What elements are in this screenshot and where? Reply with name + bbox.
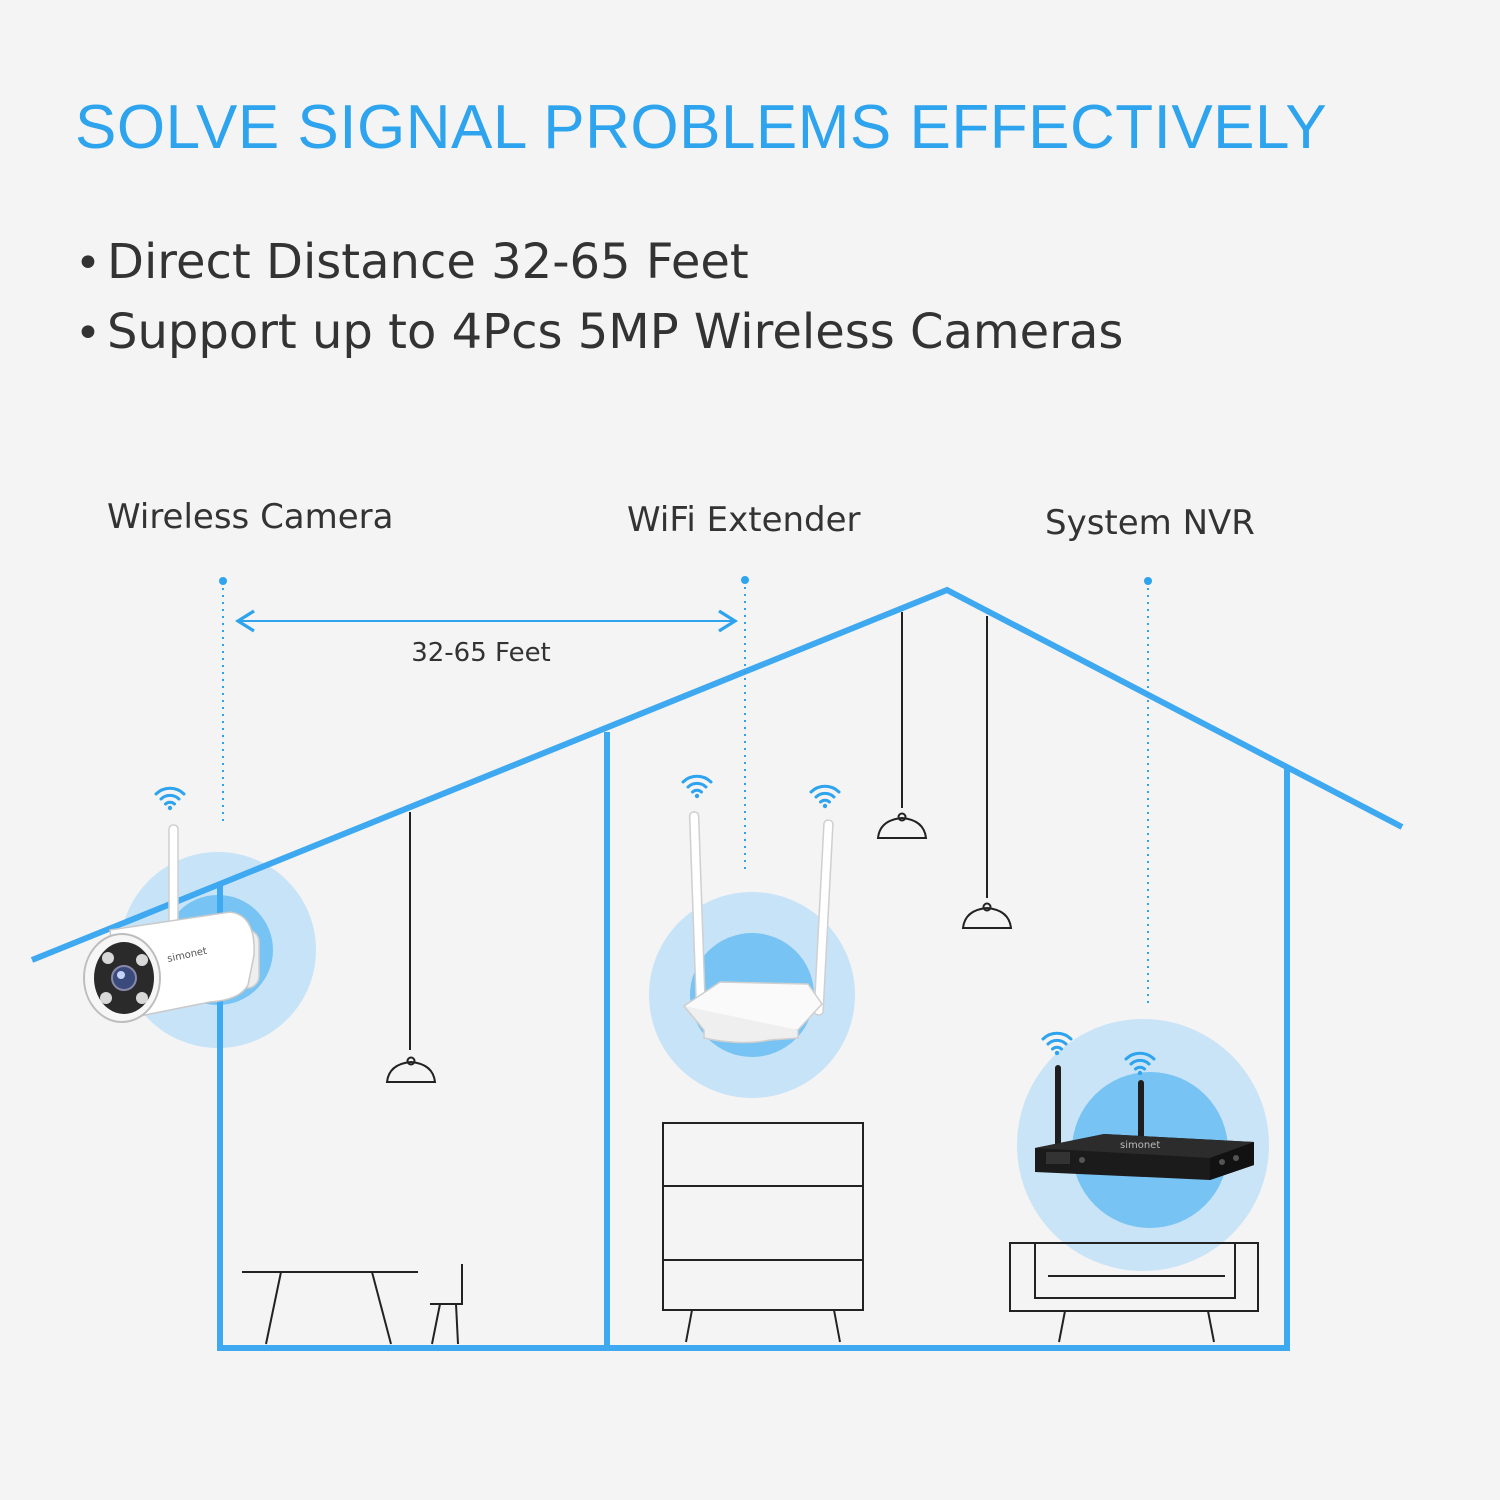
bullet-dot: • — [75, 308, 101, 359]
house-outline — [30, 586, 1404, 1351]
wifi-signal-icon — [809, 784, 841, 810]
wireless-camera: simonet — [83, 824, 260, 1023]
feature-text: Support up to 4Pcs 5MP Wireless Cameras — [107, 304, 1124, 360]
nvr-anchor-dot — [1144, 577, 1152, 585]
wifi-extender — [682, 811, 834, 1044]
feature-item: •Direct Distance 32-65 Feet — [75, 228, 1123, 298]
dresser — [662, 1122, 864, 1343]
feature-list: •Direct Distance 32-65 Feet •Support up … — [75, 228, 1123, 368]
guide-lines — [222, 580, 1149, 1005]
pendant-lamp-icon — [962, 616, 1012, 929]
extender-anchor-dot — [741, 576, 749, 584]
wifi-signal-icon — [681, 774, 713, 800]
chair — [430, 1264, 463, 1345]
wireless-camera-label: Wireless Camera — [107, 497, 394, 537]
nvr-brand-logo: simonet — [1120, 1140, 1160, 1151]
pendant-lamp-icon — [877, 612, 927, 839]
dining-table — [242, 1271, 418, 1345]
system-nvr-label: System NVR — [1045, 503, 1255, 543]
wifi-extender-label: WiFi Extender — [627, 500, 861, 540]
system-nvr: simonet — [1035, 1065, 1254, 1180]
feature-item: •Support up to 4Pcs 5MP Wireless Cameras — [75, 298, 1123, 368]
bullet-dot: • — [75, 238, 101, 289]
feature-text: Direct Distance 32-65 Feet — [107, 234, 749, 290]
pendant-lamp-icon — [386, 812, 436, 1083]
tv-stand — [1009, 1242, 1259, 1343]
camera-anchor-dot — [219, 577, 227, 585]
wifi-signal-icon — [154, 786, 186, 812]
headline: SOLVE SIGNAL PROBLEMS EFFECTIVELY — [75, 93, 1328, 162]
distance-label: 32-65 Feet — [411, 638, 551, 668]
